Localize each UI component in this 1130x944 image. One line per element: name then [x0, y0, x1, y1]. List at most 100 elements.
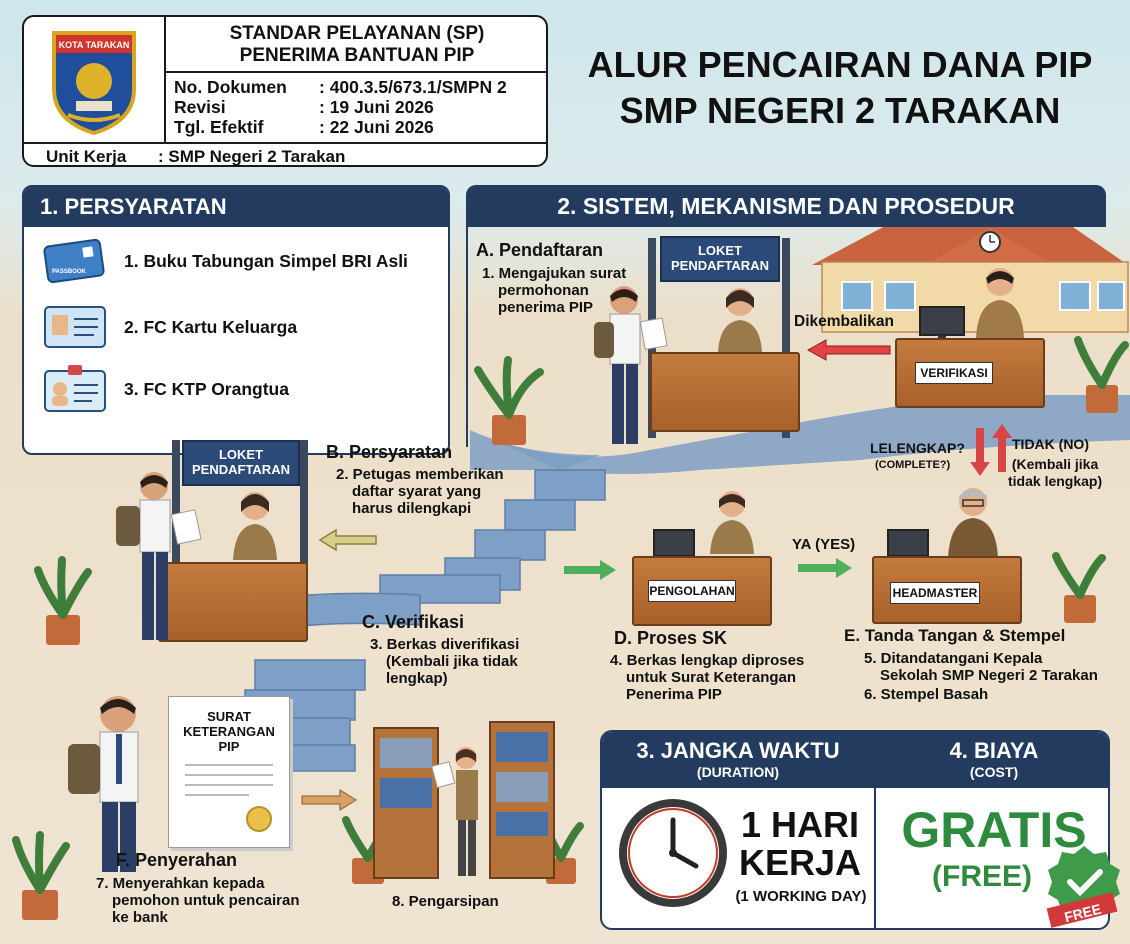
- procedure-heading: 2. SISTEM, MEKANISME DAN PROSEDUR: [466, 185, 1106, 227]
- logo-text: KOTA TARAKAN: [59, 40, 130, 50]
- certificate-line2: KETERANGAN: [183, 724, 275, 739]
- step-a-title: A. Pendaftaran: [476, 240, 604, 260]
- cost-heading: 4. BIAYA: [949, 738, 1039, 763]
- family-card-icon: [44, 306, 106, 348]
- step-a-line2: permohonan: [498, 282, 589, 299]
- headmaster-figure: [948, 488, 998, 558]
- step-a-line1: 1. Mengajukan surat: [482, 265, 627, 282]
- cost-subheading: (COST): [969, 764, 1019, 780]
- duration-subheading: (DURATION): [696, 764, 780, 780]
- step-e-title: E. Tanda Tangan & Stempel: [844, 626, 1066, 645]
- certificate-document: SURAT KETERANGAN PIP: [168, 696, 290, 848]
- revision-row: Revisi: 19 Juni 2026: [174, 97, 507, 117]
- right-arrow-to-d: [564, 560, 616, 580]
- duration-value: 1 HARI KERJA: [730, 806, 870, 882]
- certificate-line3: PIP: [218, 739, 240, 754]
- step-c-line3: lengkap): [386, 670, 448, 687]
- booth-b-pole-right: [300, 440, 308, 640]
- step-f-line1: 7. Menyerahkan kepada: [96, 875, 265, 892]
- clock-icon: [619, 799, 727, 907]
- step-c-line2: (Kembali jika tidak: [386, 653, 518, 670]
- cost-value: GRATIS: [901, 802, 1087, 858]
- step-d-line3: Penerima PIP: [626, 686, 722, 703]
- work-unit-value: : SMP Negeri 2 Tarakan: [158, 147, 346, 166]
- archiving-label: 8. Pengarsipan: [392, 893, 499, 910]
- plant-4: [1052, 552, 1106, 623]
- duration-heading: 3. JANGKA WAKTU: [636, 738, 840, 763]
- passbook-icon: PASSBOOK: [43, 238, 105, 284]
- booth-a-desk: [650, 352, 800, 432]
- requirement-item-1: PASSBOOK 1. Buku Tabungan Simpel BRI Asl…: [43, 238, 408, 284]
- booth-a-sign: LOKET PENDAFTARAN: [660, 236, 780, 282]
- step-c-line1: 3. Berkas diverifikasi: [370, 636, 520, 653]
- procedure-border: [466, 225, 468, 447]
- step-f-line2: pemohon untuk pencairan: [112, 892, 300, 909]
- step-f-title: F. Penyerahan: [116, 850, 238, 870]
- booth-b-desk: [158, 562, 308, 642]
- requirement-label-1: 1. Buku Tabungan Simpel BRI Asli: [124, 250, 408, 271]
- effective-date-key: Tgl. Efektif: [174, 117, 264, 137]
- student-b-figure: [116, 472, 202, 640]
- duration-value-line1: 1 HARI: [740, 804, 860, 845]
- processing-desk-label: PENGOLAHAN: [648, 580, 736, 602]
- complete-question-en: (COMPLETE?): [875, 459, 951, 471]
- step-b-title: B. Persyaratan: [326, 442, 453, 462]
- requirement-item-2: 2. FC Kartu Keluarga: [44, 305, 297, 349]
- processing-officer: [710, 491, 754, 554]
- yes-arrow-icon: [798, 558, 852, 578]
- step-f-line3: ke bank: [112, 909, 168, 926]
- left-arrow-icon: [318, 528, 377, 552]
- step-d-line1: 4. Berkas lengkap diproses: [610, 652, 805, 669]
- no-note-line1: (Kembali jika: [1011, 456, 1099, 472]
- staff-b-figure: [233, 492, 277, 560]
- school-building: [812, 218, 1129, 333]
- staff-a-figure: [718, 288, 762, 352]
- student-a-figure: [594, 286, 668, 444]
- cost-head: 4. BIAYA (COST): [876, 732, 1108, 788]
- sp-info-card: KOTA TARAKAN STANDAR PELAYANAN (SP) PENE…: [22, 15, 548, 167]
- step-d-title: D. Proses SK: [614, 628, 728, 648]
- doc-number-row: No. Dokumen : 400.3.5/673.1/SMPN 2: [174, 77, 507, 97]
- requirement-item-3: 3. FC KTP Orangtua: [44, 365, 289, 413]
- student-f-figure: [68, 696, 139, 872]
- step-e-line2: Sekolah SMP Negeri 2 Tarakan: [880, 667, 1098, 684]
- step-d-line2: untuk Surat Keterangan: [626, 669, 797, 686]
- doc-number-value: : 400.3.5/673.1/SMPN 2: [319, 77, 507, 97]
- returned-arrow: [806, 339, 891, 361]
- sp-title-line2: PENERIMA BANTUAN PIP: [239, 45, 475, 66]
- no-label: TIDAK (NO): [1012, 436, 1089, 452]
- step-b-line3: harus dilengkapi: [352, 500, 472, 517]
- step-e-text: 5. Ditandatangani Kepala Sekolah SMP Neg…: [864, 650, 1098, 703]
- right-arrow-to-archive: [301, 789, 357, 811]
- main-title-line2: SMP NEGERI 2 TARAKAN: [619, 90, 1061, 131]
- no-note-line2: tidak lengkap): [1008, 473, 1103, 489]
- procedure-heading-text: 2. SISTEM, MEKANISME DAN PROSEDUR: [557, 193, 1015, 219]
- requirements-heading: 1. PERSYARATAN: [24, 187, 448, 227]
- plant-5: [12, 831, 70, 920]
- booth-b-pole-left: [172, 440, 180, 640]
- duration-cost-card: 3. JANGKA WAKTU (DURATION) 4. BIAYA (COS…: [600, 730, 1110, 930]
- step-a-text: 1. Mengajukan surat permohonan penerima …: [482, 265, 626, 316]
- step-b-line2: daftar syarat yang: [352, 483, 482, 500]
- step-c-text: 3. Berkas diverifikasi (Kembali jika tid…: [370, 636, 519, 687]
- down-arrow-icon: [970, 428, 990, 476]
- doc-number-key: No. Dokumen: [174, 77, 287, 97]
- booth-b-sign: LOKET PENDAFTARAN: [182, 440, 300, 486]
- requirements-card: 1. PERSYARATAN PASSBOOK 1. Buku Tabungan…: [22, 185, 450, 455]
- effective-date-value: : 22 Juni 2026: [319, 117, 434, 137]
- plant-3: [34, 556, 92, 645]
- plant-1: [474, 356, 544, 445]
- duration-value-line2: KERJA: [738, 842, 862, 883]
- sp-title: STANDAR PELAYANAN (SP) PENERIMA BANTUAN …: [164, 17, 546, 73]
- logo-cell: KOTA TARAKAN: [24, 17, 166, 142]
- cost-value-en: (FREE): [932, 860, 1032, 893]
- up-arrow-icon: [992, 424, 1012, 472]
- kota-tarakan-logo: KOTA TARAKAN: [52, 31, 136, 136]
- complete-question: LELENGKAP?: [870, 440, 965, 456]
- step-d-text: 4. Berkas lengkap diproses untuk Surat K…: [610, 652, 804, 703]
- headmaster-desk-label: HEADMASTER: [890, 582, 980, 604]
- main-title: ALUR PENCAIRAN DANA PIP SMP NEGERI 2 TAR…: [560, 42, 1120, 134]
- duration-note: (1 WORKING DAY): [735, 888, 867, 905]
- processing-computer-icon: [653, 529, 695, 564]
